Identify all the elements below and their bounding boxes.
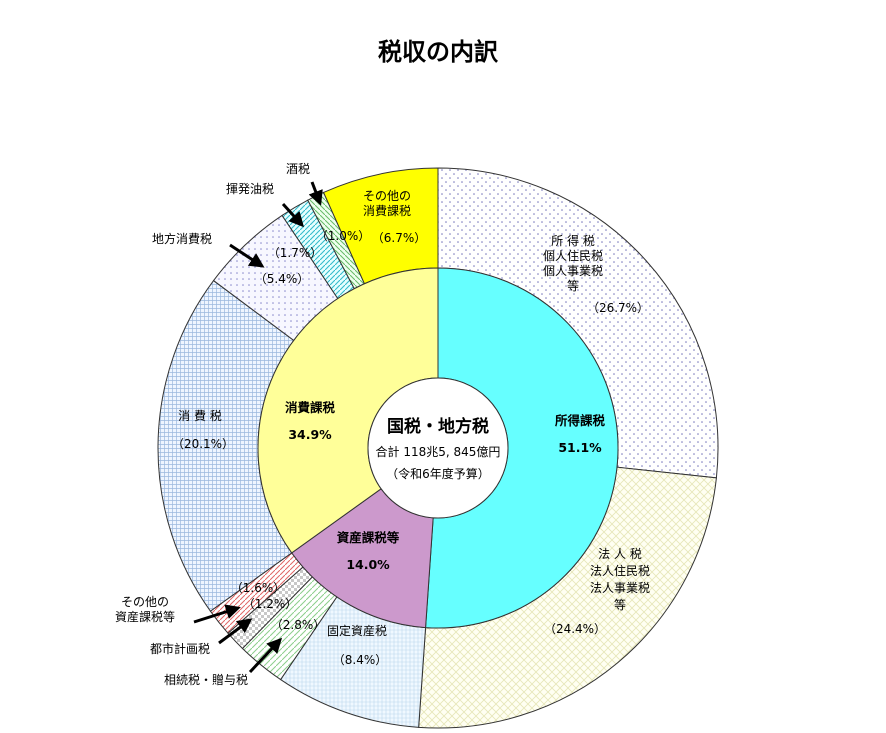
arrow-fuel (281, 202, 305, 228)
outer-pct-local: （5.4%） (255, 272, 310, 286)
outer-label-corp: 法 人 税法人住民税法人事業税等 (590, 547, 650, 612)
outer-pct-oprop: （1.6%） (231, 581, 286, 595)
arrow-inherit (248, 637, 283, 674)
inner-label-0: 所得課税 (555, 413, 606, 428)
arrow-oprop (193, 604, 241, 624)
outer-pct-cons: （20.1%） (172, 437, 234, 451)
outer-pct-city: （1.2%） (243, 597, 298, 611)
outer-pct-corp: （24.4%） (544, 622, 606, 636)
center-hole (367, 377, 509, 519)
outer-label-ocons: その他の消費課税 (363, 189, 411, 218)
outer-label-cons: 消 費 税 (178, 408, 222, 423)
inner-pct-1: 14.0% (346, 557, 390, 572)
inner-label-1: 資産課税等 (337, 530, 400, 545)
outer-label-city: 都市計画税 (150, 641, 210, 656)
chart-title: 税収の内訳 (378, 38, 499, 66)
inner-ring (257, 267, 619, 629)
outer-label-sake: 酒税 (286, 162, 310, 176)
outer-ring (157, 167, 719, 729)
arrow-sake (308, 181, 323, 206)
outer-label-fuel: 揮発油税 (226, 182, 274, 196)
center-total: 合計 118兆5, 845億円 (376, 444, 501, 459)
callout-arrows (193, 181, 323, 674)
inner-pct-0: 51.1% (558, 440, 602, 455)
outer-pct-fixed: （8.4%） (333, 653, 388, 667)
arrow-local (229, 243, 265, 268)
outer-labels: 所 得 税個人住民税個人事業税等 （26.7%） 法 人 税法人住民税法人事業税等 （… (115, 162, 650, 687)
arrow-city (218, 618, 253, 645)
outer-pct-income: （26.7%） (587, 301, 649, 315)
outer-pct-sake: （1.0%） (316, 229, 371, 243)
inner-labels: 所得課税 51.1% 資産課税等 14.0% 消費課税 34.9% (285, 400, 606, 572)
outer-label-fixed: 固定資産税 (327, 623, 387, 638)
outer-label-oprop: その他の資産課税等 (115, 595, 175, 624)
outer-label-inherit: 相続税・贈与税 (164, 672, 248, 687)
outer-label-income: 所 得 税個人住民税個人事業税等 (543, 233, 603, 293)
center-title: 国税・地方税 (387, 416, 489, 437)
outer-pct-inherit: （2.8%） (271, 618, 326, 632)
center-note: （令和6年度予算） (386, 466, 490, 481)
inner-label-2: 消費課税 (285, 400, 336, 415)
outer-pct-fuel: （1.7%） (268, 246, 323, 260)
outer-pct-ocons: （6.7%） (372, 231, 427, 245)
outer-label-local: 地方消費税 (152, 231, 212, 246)
inner-pct-2: 34.9% (288, 427, 332, 442)
